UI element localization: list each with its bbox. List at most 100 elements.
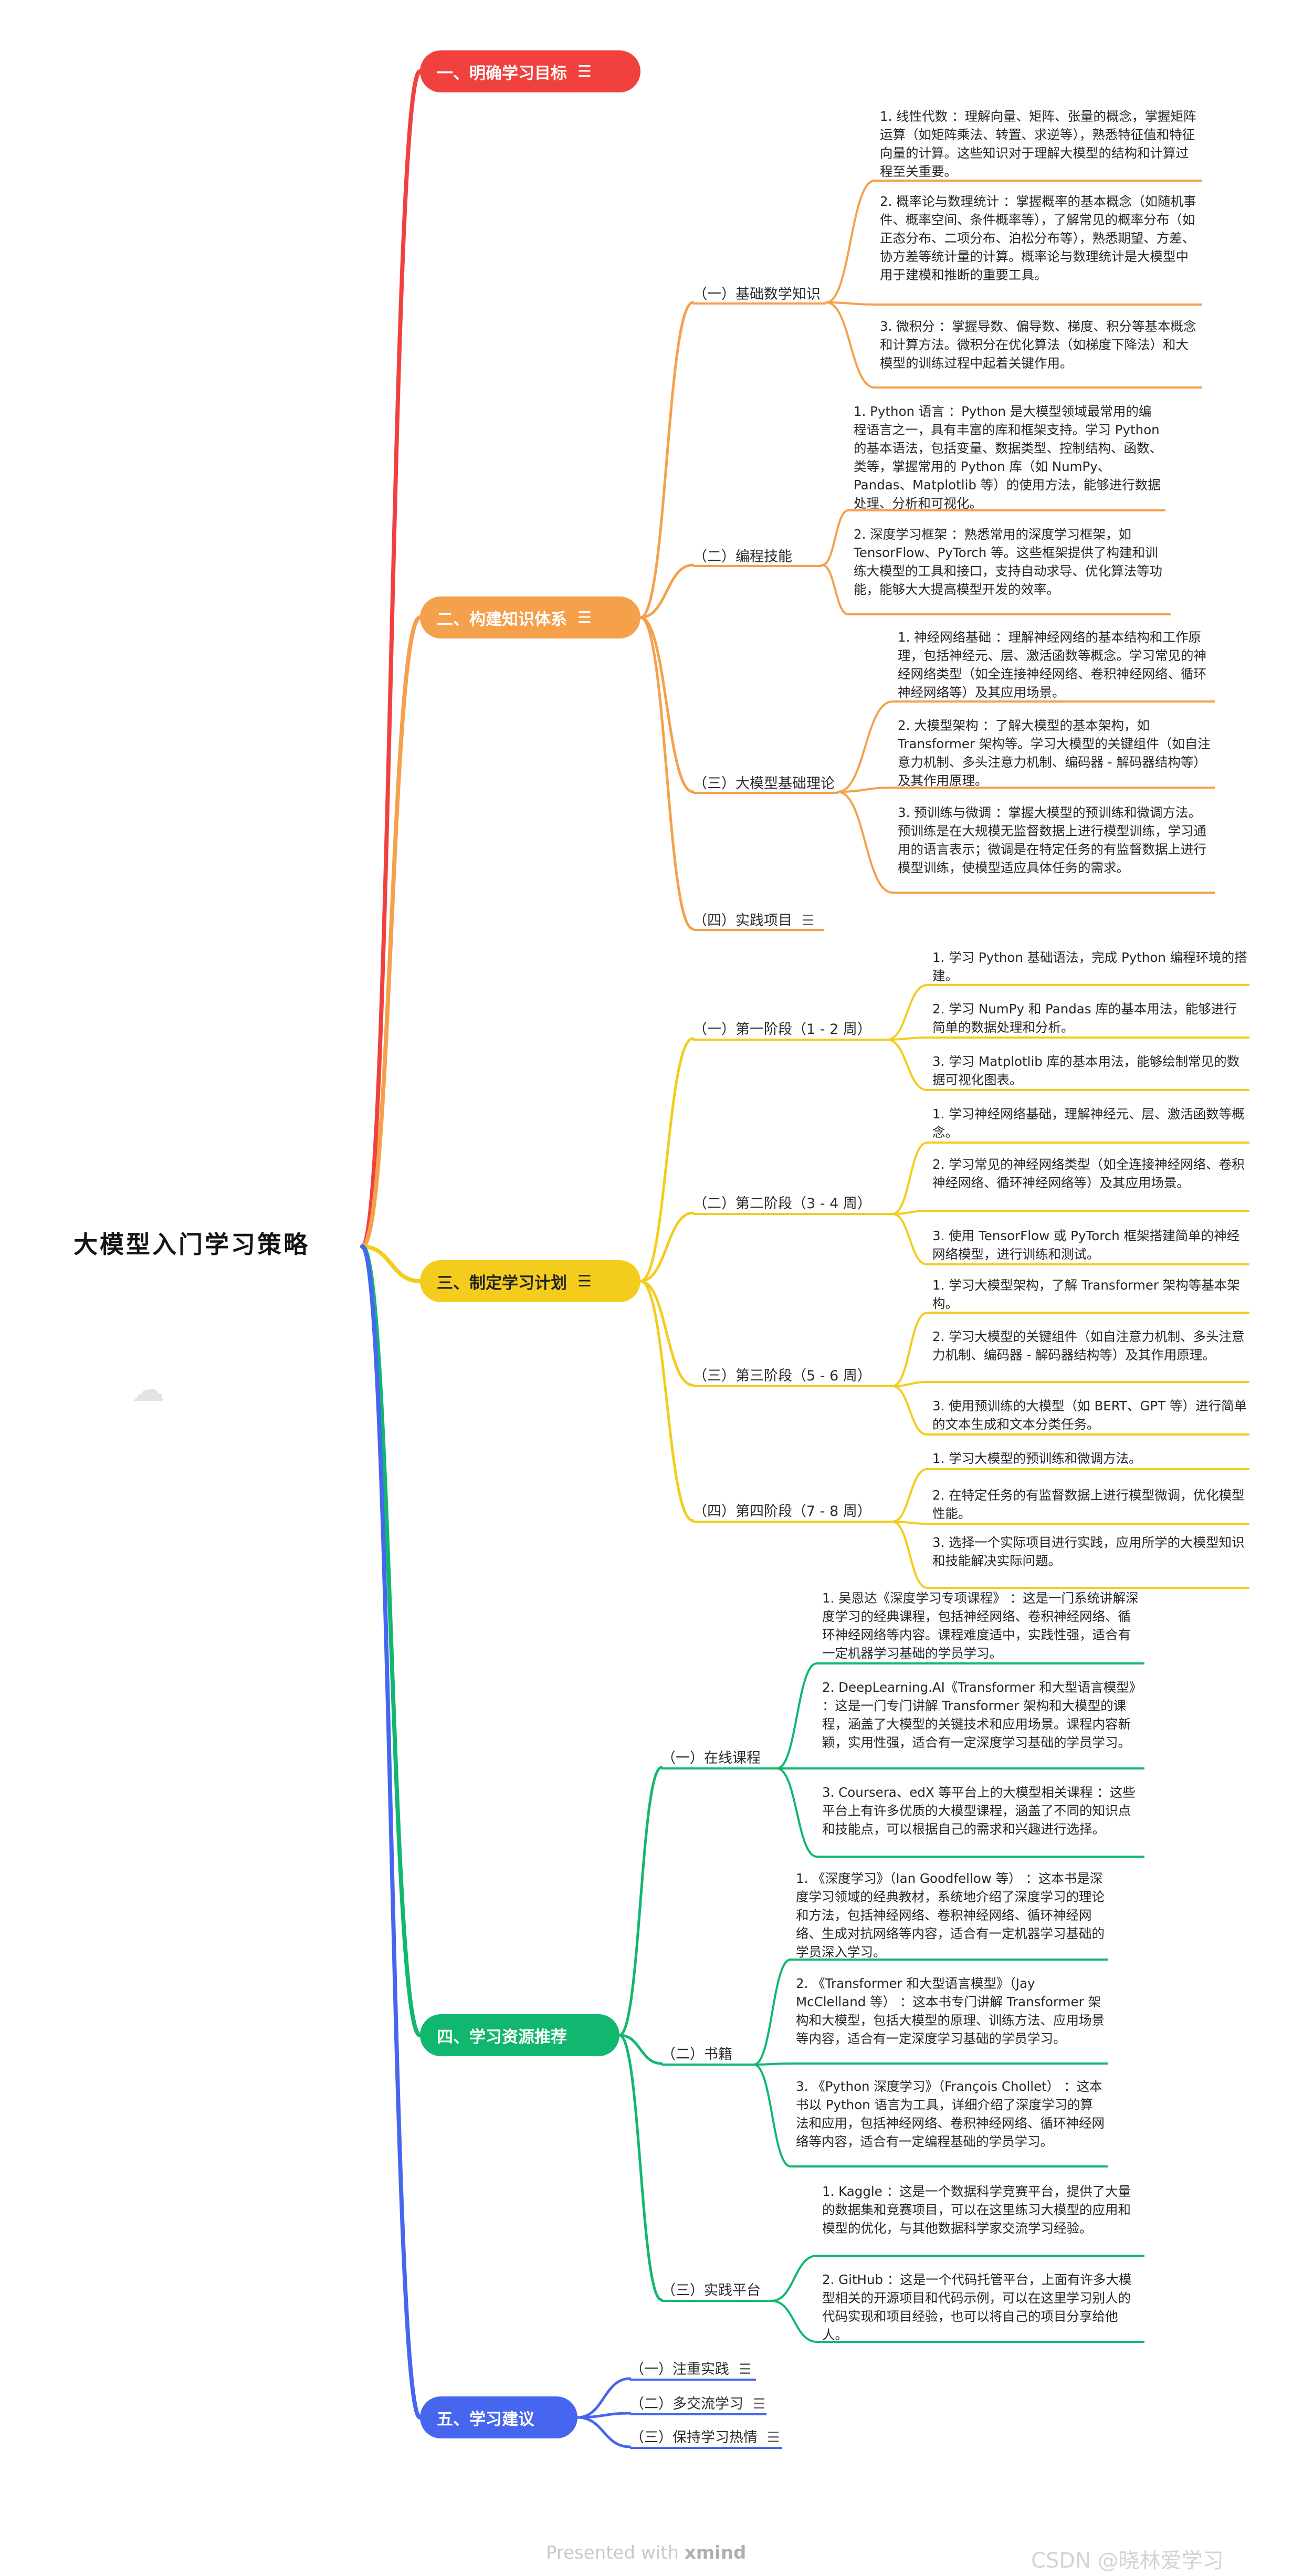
- leaf-stage2-nn[interactable]: 1. 学习神经网络基础，理解神经元、层、激活函数等概念。: [932, 1106, 1245, 1140]
- branch-advice[interactable]: 五、学习建议: [420, 2396, 577, 2438]
- leaf-stage1-python[interactable]: 1. 学习 Python 基础语法，完成 Python 编程环境的搭建。: [932, 950, 1247, 983]
- leaf-stage2-types[interactable]: 2. 学习常见的神经网络类型（如全连接神经网络、卷积神经网络、循环神经网络等）及…: [932, 1157, 1245, 1190]
- leaf-dl-framework[interactable]: 2. 深度学习框架 ：熟悉常用的深度学习框架，如 TensorFlow、PyTo…: [854, 527, 1162, 597]
- branch-knowledge[interactable]: 二、构建知识体系 ☰: [420, 596, 640, 638]
- branch-plan[interactable]: 三、制定学习计划 ☰: [420, 1260, 640, 1302]
- leaf-stage4-project[interactable]: 3. 选择一个实际项目进行实践，应用所学的大模型知识和技能解决实际问题。: [932, 1535, 1245, 1568]
- branch-title: 二、构建知识体系: [437, 610, 567, 629]
- advice-connector-2: [576, 2416, 632, 2448]
- knowledge-connector-2: [639, 616, 695, 793]
- root-connector-goal: [360, 69, 422, 1249]
- stage3-leaf-connector-0: [891, 1312, 928, 1387]
- resources-connector-1: [618, 2034, 663, 2065]
- stage3-leaf-connector-2: [891, 1385, 928, 1436]
- subtopic-stage4[interactable]: （四）第四阶段（7 - 8 周）: [693, 1503, 871, 1520]
- leaf-kaggle[interactable]: 1. Kaggle ：这是一个数据科学竞赛平台，提供了大量的数据集和竞赛项目，可…: [822, 2184, 1131, 2236]
- leaf-calculus[interactable]: 3. 微积分 ：掌握导数、偏导数、梯度、积分等基本概念和计算方法。微积分在优化算…: [880, 319, 1196, 371]
- plan-connector-1: [639, 1211, 695, 1283]
- subtopic-programming[interactable]: （二）编程技能: [693, 549, 792, 565]
- leaf-andrew-ng-course[interactable]: 1. 吴恩达《深度学习专项课程》 ：这是一门系统讲解深度学习的经典课程，包括神经…: [822, 1590, 1139, 1661]
- knowledge-connector-3: [639, 616, 695, 930]
- leaf-stage1-matplotlib[interactable]: 3. 学习 Matplotlib 库的基本用法，能够绘制常见的数据可视化图表。: [932, 1054, 1240, 1087]
- leaf-book-deep-learning[interactable]: 1. 《深度学习》（Ian Goodfellow 等） ：这本书是深度学习领域的…: [796, 1871, 1105, 1960]
- books-leaf-connector-2: [753, 2064, 792, 2167]
- math-leaf-connector-1: [825, 301, 876, 306]
- subtopic-practice-focus[interactable]: （一）注重实践 ☰: [630, 2358, 751, 2378]
- branch-title: 三、制定学习计划: [437, 1273, 567, 1293]
- leaf-stage4-pretrain[interactable]: 1. 学习大模型的预训练和微调方法。: [932, 1451, 1142, 1466]
- branch-goal[interactable]: 一、明确学习目标 ☰: [420, 50, 640, 92]
- leaf-book-python-dl[interactable]: 3. 《Python 深度学习》（François Chollet） ：这本书以…: [796, 2079, 1105, 2149]
- leaf-architecture[interactable]: 2. 大模型架构 ：了解大模型的基本架构，如 Transformer 架构等。学…: [898, 718, 1211, 788]
- leaf-coursera-edx[interactable]: 3. Coursera、edX 等平台上的大模型相关课程 ：这些平台上有许多优质…: [822, 1785, 1136, 1837]
- plan-connector-0: [639, 1037, 695, 1283]
- stage4-leaf-connector-2: [891, 1521, 928, 1589]
- leaf-book-transformer[interactable]: 2. 《Transformer 和大型语言模型》（Jay McClelland …: [796, 1976, 1105, 2046]
- prog-leaf-connector-0: [821, 509, 849, 566]
- subtopic-label: （一）注重实践: [630, 2361, 729, 2378]
- subtopic-books[interactable]: （二）书籍: [661, 2046, 732, 2062]
- platforms-leaf-connector-1: [771, 2300, 818, 2343]
- plan-connector-2: [639, 1280, 695, 1387]
- note-icon: ☰: [577, 608, 592, 627]
- leaf-stage2-framework[interactable]: 3. 使用 TensorFlow 或 PyTorch 框架搭建简单的神经网络模型…: [932, 1228, 1240, 1262]
- leaf-pretrain-finetune[interactable]: 3. 预训练与微调 ：掌握大模型的预训练和微调方法。预训练是在大规模无监督数据上…: [898, 805, 1206, 875]
- leaf-deeplearning-ai-course[interactable]: 2. DeepLearning.AI《Transformer 和大型语言模型》 …: [822, 1680, 1142, 1750]
- leaf-stage4-finetune[interactable]: 2. 在特定任务的有监督数据上进行模型微调，优化模型性能。: [932, 1488, 1245, 1521]
- branch-title: 一、明确学习目标: [437, 64, 567, 83]
- root-connector-knowledge: [360, 615, 422, 1249]
- stage2-leaf-connector-2: [891, 1213, 928, 1265]
- subtopic-passion[interactable]: （三）保持学习热情☰: [630, 2426, 780, 2446]
- leaf-nn-basics[interactable]: 1. 神经网络基础 ：理解神经网络的基本结构和工作原理，包括神经元、层、激活函数…: [898, 630, 1206, 700]
- stage4-leaf-connector-1: [891, 1521, 928, 1525]
- subtopic-label: （四）实践项目: [693, 913, 792, 929]
- math-leaf-connector-2: [825, 301, 876, 389]
- root-connector-advice: [360, 1244, 422, 2420]
- subtopic-platforms[interactable]: （三）实践平台: [661, 2282, 761, 2299]
- leaf-python[interactable]: 1. Python 语言 ：Python 是大模型领域最常用的编程语言之一，具有…: [854, 404, 1162, 511]
- advice-connector-0: [576, 2377, 632, 2419]
- subtopic-stage2[interactable]: （二）第二阶段（3 - 4 周）: [693, 1196, 871, 1212]
- subtopic-label: （二）多交流学习: [630, 2396, 743, 2412]
- platforms-leaf-connector-0: [771, 2255, 818, 2302]
- courses-leaf-connector-2: [776, 1767, 818, 1858]
- leaf-stage1-numpy[interactable]: 2. 学习 NumPy 和 Pandas 库的基本用法，能够进行简单的数据处理和…: [932, 1001, 1237, 1035]
- leaf-stage3-pretrained[interactable]: 3. 使用预训练的大模型（如 BERT、GPT 等）进行简单的文本生成和文本分类…: [932, 1398, 1247, 1432]
- subtopic-math[interactable]: （一）基础数学知识: [693, 286, 821, 302]
- leaf-github[interactable]: 2. GitHub ：这是一个代码托管平台，上面有许多大模型相关的开源项目和代码…: [822, 2272, 1132, 2342]
- note-icon: ☰: [577, 62, 592, 81]
- branch-resources[interactable]: 四、学习资源推荐: [420, 2014, 619, 2056]
- books-leaf-connector-1: [753, 2062, 792, 2066]
- subtopic-stage1[interactable]: （一）第一阶段（1 - 2 周）: [693, 1021, 871, 1038]
- root-topic[interactable]: 大模型入门学习策略: [73, 1230, 310, 1259]
- books-leaf-connector-0: [753, 1959, 792, 2066]
- plan-connector-3: [639, 1280, 695, 1522]
- math-leaf-connector-0: [825, 180, 876, 303]
- subtopic-theory[interactable]: （三）大模型基础理论: [693, 776, 835, 792]
- subtopic-practice[interactable]: （四）实践项目 ☰: [693, 909, 814, 929]
- knowledge-connector-1: [639, 563, 695, 619]
- root-connector-plan: [360, 1244, 422, 1283]
- presented-with-watermark: Presented with xmind: [546, 2542, 746, 2563]
- subtopic-stage3[interactable]: （三）第三阶段（5 - 6 周）: [693, 1368, 871, 1384]
- subtopic-communicate[interactable]: （二）多交流学习☰: [630, 2392, 765, 2413]
- stage1-leaf-connector-1: [886, 1036, 928, 1041]
- subtopic-online-courses[interactable]: （一）在线课程: [661, 1750, 761, 1766]
- stage1-leaf-connector-2: [886, 1039, 928, 1091]
- note-icon: ☰: [577, 1272, 592, 1291]
- leaf-linear-algebra[interactable]: 1. 线性代数 ：理解向量、矩阵、张量的概念，掌握矩阵运算（如矩阵乘法、转置、求…: [880, 109, 1196, 179]
- note-icon: ☰: [739, 2361, 752, 2378]
- prog-leaf-connector-1: [821, 564, 849, 615]
- csdn-watermark: CSDN @晓林爱学习: [1031, 2549, 1224, 2573]
- note-icon: ☰: [767, 2430, 780, 2446]
- note-icon: ☰: [802, 913, 815, 929]
- leaf-stage3-arch[interactable]: 1. 学习大模型架构，了解 Transformer 架构等基本架构。: [932, 1277, 1240, 1311]
- leaf-probability[interactable]: 2. 概率论与数理统计 ：掌握概率的基本概念（如随机事件、概率空间、条件概率等）…: [880, 194, 1196, 282]
- stage4-leaf-connector-0: [891, 1468, 928, 1523]
- cloud-icon: ☁: [131, 1370, 165, 1409]
- leaf-stage3-components[interactable]: 2. 学习大模型的关键组件（如自注意力机制、多头注意力机制、编码器 - 解码器结…: [932, 1329, 1245, 1363]
- resources-connector-0: [618, 1766, 663, 2037]
- courses-leaf-connector-0: [776, 1662, 818, 1769]
- presented-text: Presented with: [546, 2542, 679, 2563]
